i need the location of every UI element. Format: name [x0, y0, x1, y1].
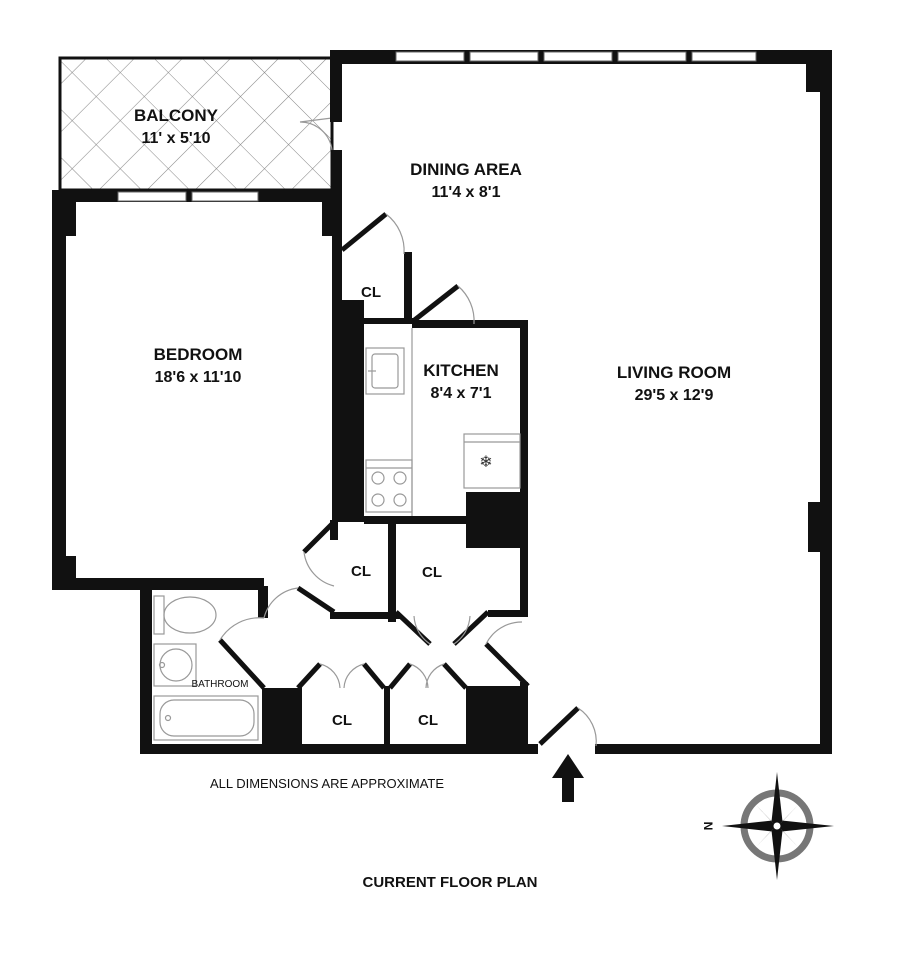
balcony-dims: 11' x 5'10 — [141, 130, 210, 147]
closet-label: CL — [332, 712, 352, 729]
bedroom-name: BEDROOM — [154, 345, 243, 364]
bedroom-dims: 18'6 x 11'10 — [155, 369, 242, 386]
snowflake-icon: ❄ — [479, 454, 492, 471]
kitchen-dims: 8'4 x 7'1 — [431, 385, 492, 402]
closet-angles — [218, 212, 580, 746]
balcony-name: BALCONY — [134, 106, 219, 125]
compass-north-label: N — [701, 822, 715, 831]
closet-label: CL — [422, 564, 442, 581]
balcony — [58, 56, 334, 192]
bathtub-icon — [153, 695, 259, 741]
refrigerator-icon — [463, 433, 521, 489]
plan-title: CURRENT FLOOR PLAN — [363, 874, 538, 891]
compass-icon — [722, 772, 834, 880]
living-room-dims: 29'5 x 12'9 — [635, 387, 714, 404]
bathroom-fixtures — [153, 595, 259, 741]
dining-area-dims: 11'4 x 8'1 — [431, 184, 500, 201]
closet-label: CL — [351, 563, 371, 580]
closet-label: CL — [418, 712, 438, 729]
stove-icon — [365, 459, 413, 513]
dining-area-name: DINING AREA — [410, 160, 522, 179]
closet-label: CL — [361, 284, 381, 301]
door-swings — [219, 213, 597, 747]
bathroom-sink-icon — [153, 643, 197, 687]
dimensions-note: ALL DIMENSIONS ARE APPROXIMATE — [210, 776, 444, 791]
toilet-icon — [153, 595, 217, 635]
sink-icon — [365, 347, 405, 395]
kitchen-name: KITCHEN — [423, 361, 499, 380]
living-room-name: LIVING ROOM — [617, 363, 731, 382]
windows — [117, 51, 757, 202]
kitchen-fixtures — [365, 328, 521, 516]
entry-arrow-icon — [552, 754, 584, 802]
bathroom-name: BATHROOM — [191, 679, 248, 690]
